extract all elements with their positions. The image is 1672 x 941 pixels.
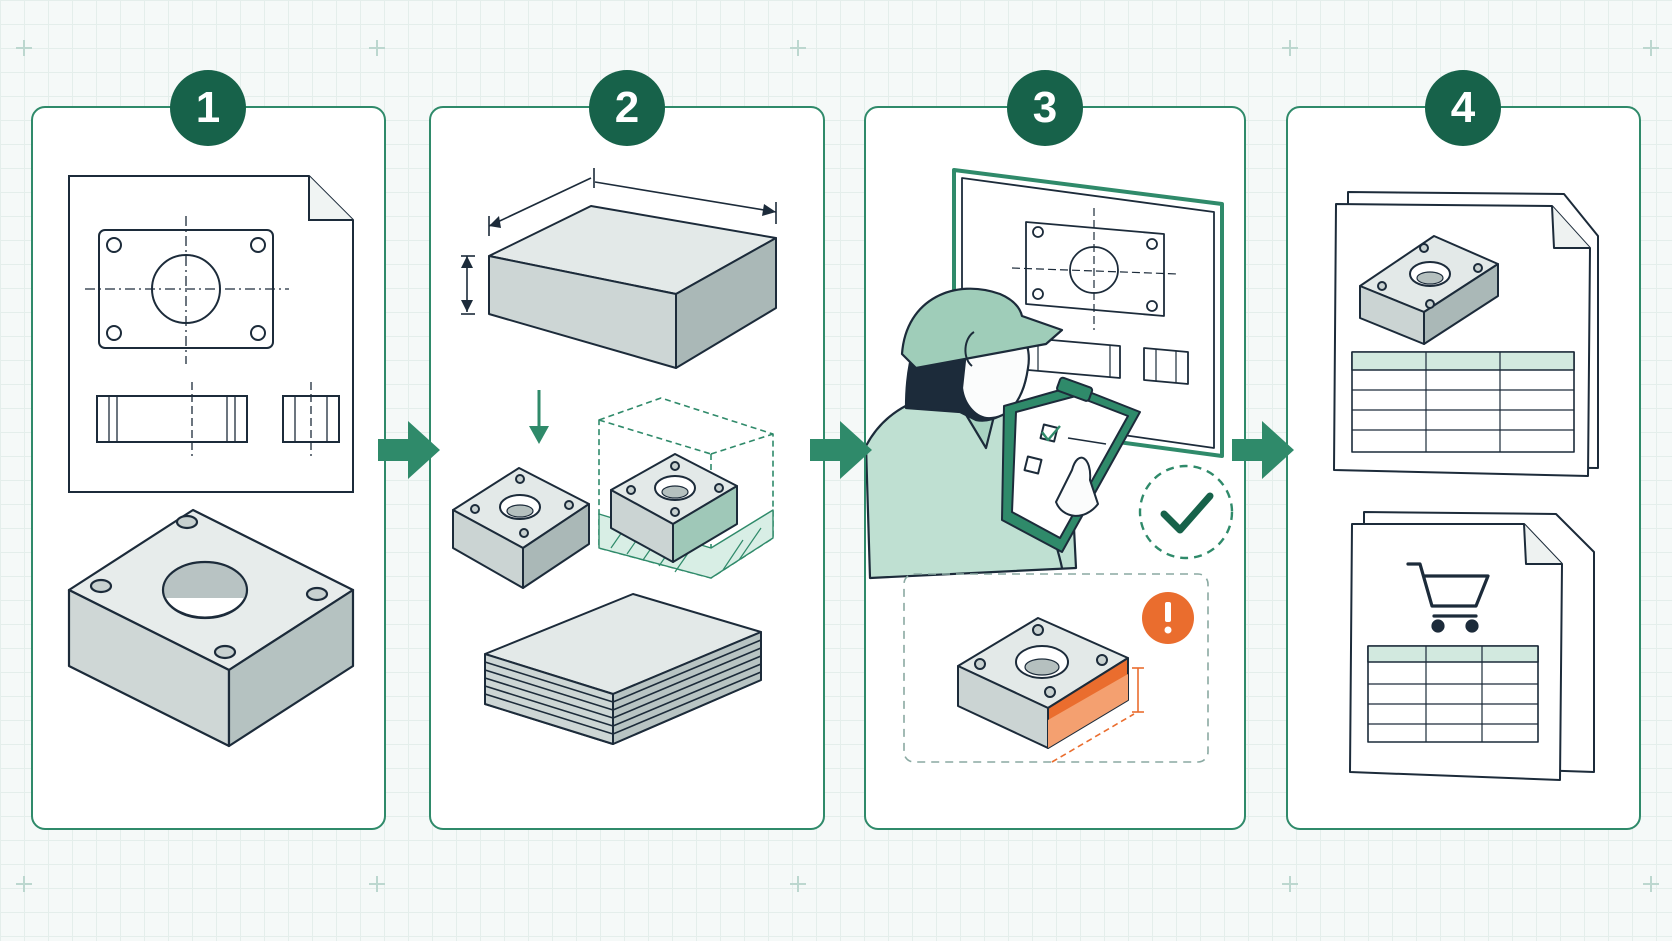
flow-arrow-icon (378, 421, 440, 479)
grid-cross (369, 40, 385, 56)
grid-cross (1282, 876, 1298, 892)
step-panel-2 (429, 106, 825, 830)
clipboard-icon (1001, 376, 1141, 553)
grid-cross (1643, 40, 1659, 56)
step-badge-4: 4 (1425, 70, 1501, 146)
flow-arrow-icon (810, 421, 872, 479)
grid-cross (1643, 876, 1659, 892)
grid-cross (790, 40, 806, 56)
sheet-stack-icon (484, 593, 762, 745)
grid-cross (16, 876, 32, 892)
part-icon (957, 617, 1129, 749)
purchase-list-icon (1349, 511, 1595, 781)
check-icon (1138, 464, 1234, 560)
grid-cross (790, 876, 806, 892)
block-part-icon (67, 508, 355, 748)
step-panel-4 (1286, 106, 1641, 830)
grid-cross (16, 40, 32, 56)
step-badge-3: 3 (1007, 70, 1083, 146)
cart-icon (1406, 562, 1490, 633)
step-panel-1 (31, 106, 386, 830)
report-icon (1333, 191, 1599, 477)
part-icon (452, 467, 590, 589)
stock-block-icon (461, 168, 777, 369)
down-arrow-icon (529, 390, 549, 444)
step-panel-3 (864, 106, 1246, 830)
warning-icon (1142, 592, 1194, 644)
dimension-warning-icon (1051, 667, 1144, 763)
grid-cross (369, 876, 385, 892)
step-badge-1: 1 (170, 70, 246, 146)
flow-arrow-icon (1232, 421, 1294, 479)
nesting-part-icon (598, 397, 774, 579)
technical-drawing-icon (68, 175, 354, 493)
inspection-zone (903, 573, 1209, 763)
grid-cross (1282, 40, 1298, 56)
step-badge-2: 2 (589, 70, 665, 146)
